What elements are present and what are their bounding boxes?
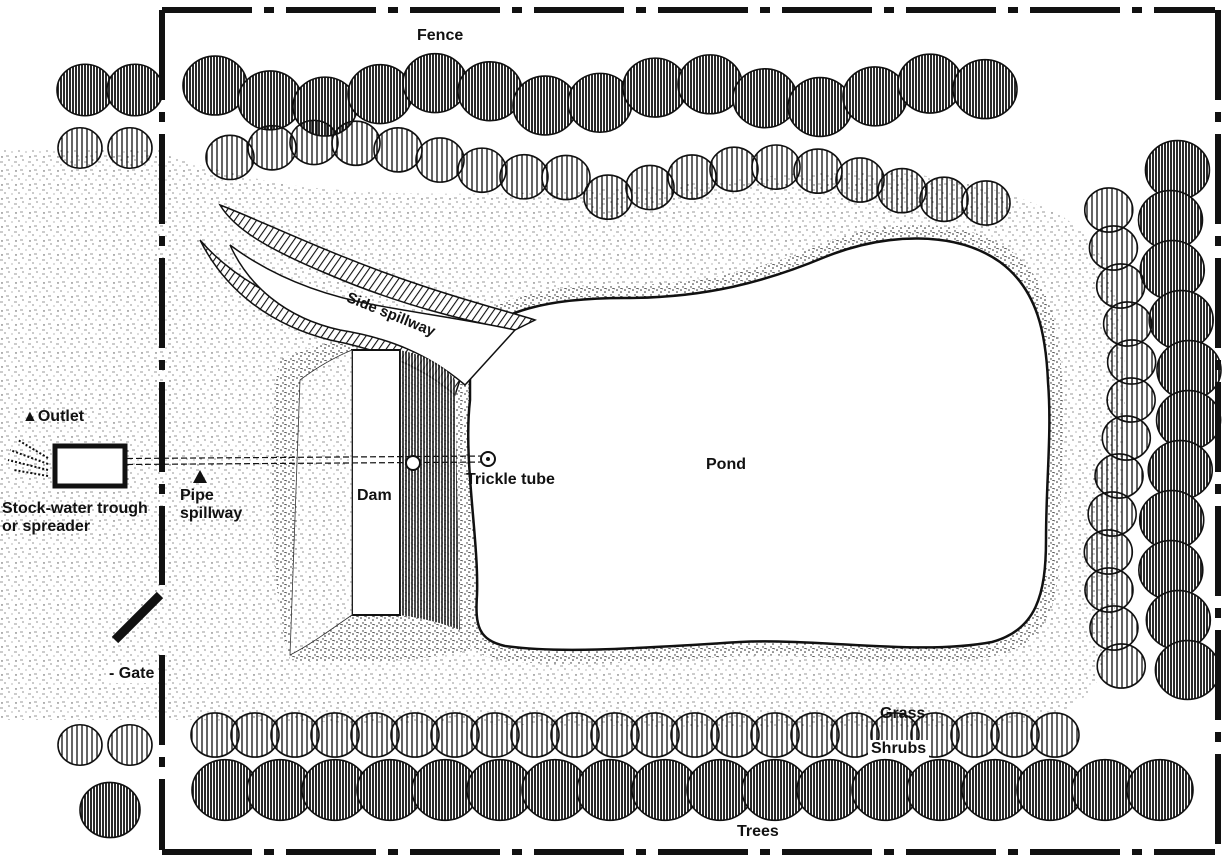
tree-canopy <box>843 67 907 126</box>
tree-canopy <box>238 71 302 130</box>
shrub-canopy <box>1097 644 1145 688</box>
shrub-canopy <box>500 155 548 199</box>
tree-canopy <box>1155 641 1219 700</box>
shrub-canopy <box>58 128 102 168</box>
grass-label: Grass <box>880 705 925 723</box>
dam-upstream-face <box>290 350 352 655</box>
tree-canopy <box>788 78 852 137</box>
shrub-canopy <box>878 169 926 213</box>
shrub-canopy <box>416 138 464 182</box>
tree-canopy <box>1140 241 1204 300</box>
tree-canopy <box>57 64 113 116</box>
shrub-canopy <box>710 147 758 191</box>
dam-crest <box>352 350 400 615</box>
shrub-canopy <box>1102 416 1150 460</box>
shrub-canopy <box>290 120 338 164</box>
shrub-canopy <box>542 155 590 199</box>
shrub-canopy <box>58 725 102 765</box>
shrub-canopy <box>626 165 674 209</box>
fence-label: Fence <box>417 27 463 45</box>
tree-canopy <box>348 65 412 124</box>
tree-canopy <box>953 60 1017 119</box>
pond-label: Pond <box>706 456 746 474</box>
shrubs-label: Shrubs <box>868 740 929 758</box>
tree-canopy <box>1157 391 1221 450</box>
tree-canopy <box>107 64 163 116</box>
shrub-canopy <box>836 158 884 202</box>
shrub-canopy <box>248 126 296 170</box>
outlet-label-text: Outlet <box>38 408 84 425</box>
tree-canopy <box>568 73 632 132</box>
tree-canopy <box>183 56 247 115</box>
tree-canopy <box>733 69 797 128</box>
pipe-spillway-label: Pipe spillway <box>180 487 240 523</box>
shrub-canopy <box>374 128 422 172</box>
shrub-canopy <box>108 725 152 765</box>
tree-canopy <box>1127 760 1193 821</box>
shrub-canopy <box>1095 454 1143 498</box>
trickle-tube-label: Trickle tube <box>466 471 555 489</box>
shrub-canopy <box>332 121 380 165</box>
shrub-canopy <box>1097 264 1145 308</box>
trees-label: Trees <box>734 823 782 841</box>
tree-canopy <box>1148 441 1212 500</box>
shrub-canopy <box>1085 568 1133 612</box>
shrub-canopy <box>1089 226 1137 270</box>
gate-label: - Gate <box>106 665 157 683</box>
left-grass-strip <box>0 150 160 720</box>
shrub-canopy <box>1085 188 1133 232</box>
shrub-canopy <box>206 135 254 179</box>
shrub-canopy <box>1090 606 1138 650</box>
shrub-canopy <box>458 148 506 192</box>
shrub-canopy <box>1107 378 1155 422</box>
shrub-canopy <box>794 149 842 193</box>
stock-water-trough <box>55 446 125 486</box>
shrub-canopy <box>962 181 1010 225</box>
shrub-canopy <box>920 177 968 221</box>
tree-canopy <box>80 782 140 837</box>
shrub-canopy <box>584 175 632 219</box>
tree-canopy <box>898 54 962 113</box>
outlet-label: ▲Outlet <box>22 408 84 426</box>
shrub-canopy <box>668 155 716 199</box>
stock-water-trough-label: Stock-water trough or spreader <box>2 500 162 536</box>
dam-label: Dam <box>354 487 395 505</box>
tree-canopy <box>678 55 742 114</box>
shrub-canopy <box>1031 713 1079 757</box>
dam-downstream-face <box>400 350 460 630</box>
gate-label-text: Gate <box>119 665 155 682</box>
tree-canopy <box>403 54 467 113</box>
dam-pipe-collar <box>406 456 420 470</box>
tree-canopy <box>458 62 522 121</box>
tree-canopy <box>1146 591 1210 650</box>
shrub-canopy <box>752 145 800 189</box>
shrub-canopy <box>108 128 152 168</box>
